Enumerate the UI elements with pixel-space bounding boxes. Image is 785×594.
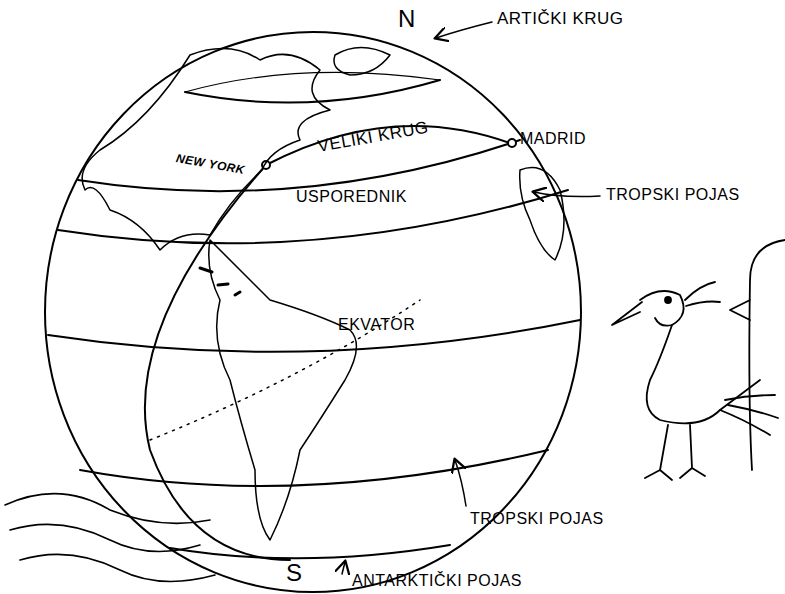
south-america <box>209 240 357 540</box>
zone-label: ANTARKTIČKI POJAS <box>352 572 522 590</box>
antarctic-line <box>170 545 450 558</box>
greenland <box>334 48 390 76</box>
south-pole-letter: S <box>286 560 303 586</box>
zone-label: TROPSKI POJAS <box>606 186 740 204</box>
line-label: EKVATOR <box>338 316 415 334</box>
leader-arrow <box>342 562 345 574</box>
dotted-back-line <box>150 300 420 440</box>
speech-bubble <box>730 240 785 470</box>
globe-outline <box>45 32 581 592</box>
tropic-line <box>80 450 548 486</box>
line-label: USPOREDNIK <box>296 188 407 206</box>
circle-label: ARTIČKI KRUG <box>497 10 624 29</box>
zone-label: TROPSKI POJAS <box>470 510 604 528</box>
leader-arrow <box>534 192 600 197</box>
upper-line <box>78 140 520 191</box>
north-pole-letter: N <box>398 6 416 32</box>
north-america <box>82 49 330 250</box>
leader-arrow <box>455 460 466 506</box>
equator-line <box>48 320 580 352</box>
islands <box>200 268 240 295</box>
city-dot <box>508 139 516 147</box>
city-label: MADRID <box>520 130 586 148</box>
city-label: NEW YORK <box>175 152 246 177</box>
leader-arrow <box>436 22 492 38</box>
line-label: VELIKI KRUG <box>316 119 430 157</box>
bird <box>612 282 778 480</box>
waves <box>5 494 215 582</box>
meridian <box>145 165 290 560</box>
africa-edge <box>520 168 564 261</box>
